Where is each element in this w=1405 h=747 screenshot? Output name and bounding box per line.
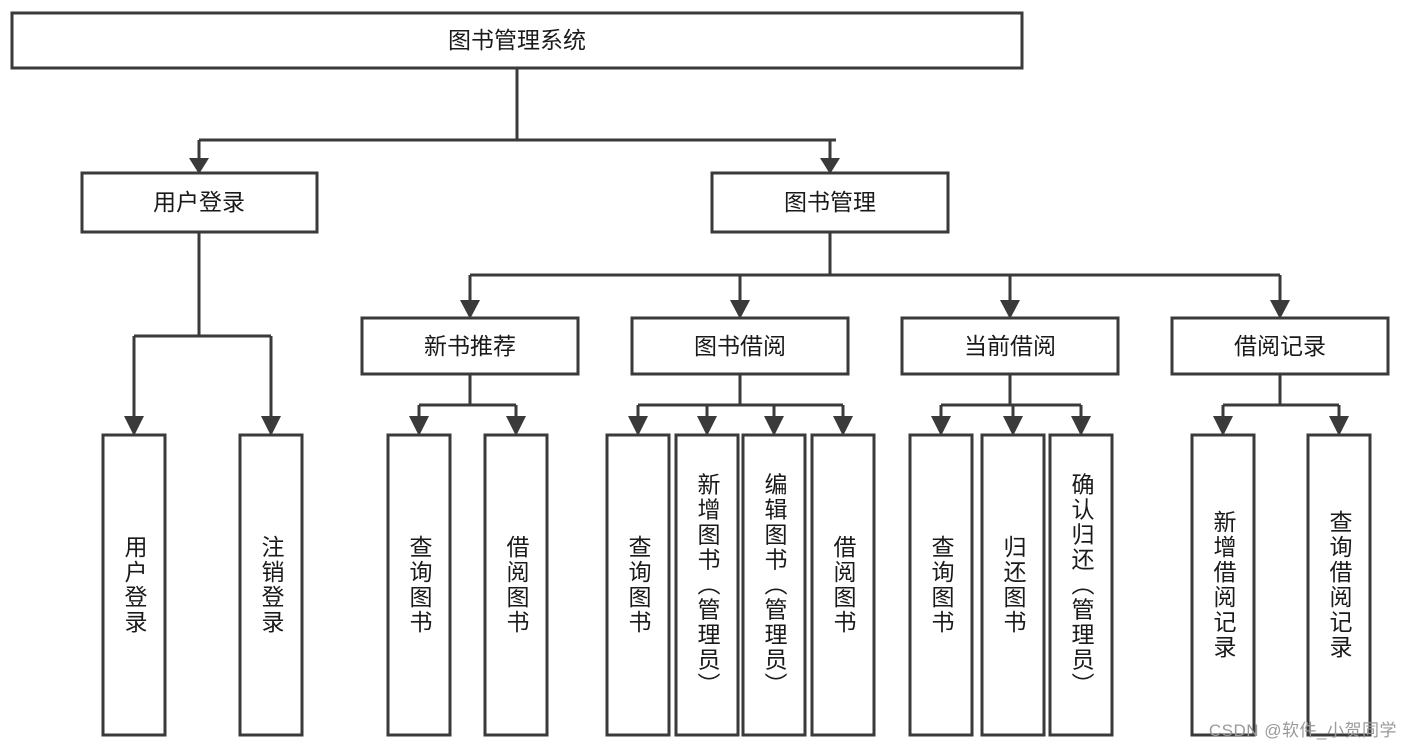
node-leaf-query-books-2[interactable]: 查询图书: [605, 433, 671, 737]
node-leaf-query-books-3-label: 查询图书: [928, 535, 955, 635]
node-user-login[interactable]: 用户登录: [80, 171, 319, 234]
arrowhead-leaf-user-logout: [261, 416, 281, 436]
arrowhead-new-book-recommend: [460, 300, 480, 319]
node-leaf-query-books-1-box[interactable]: [386, 433, 452, 737]
node-book-borrow-box[interactable]: [630, 316, 850, 376]
arrowhead-borrow-record: [1270, 300, 1290, 319]
arrowhead-leaf-query-books-3: [931, 416, 951, 436]
node-leaf-query-borrow-record-box[interactable]: [1306, 433, 1372, 737]
node-leaf-add-book-label: 新增图书（管理员）: [694, 473, 721, 698]
node-leaf-edit-book-label: 编辑图书（管理员）: [761, 473, 788, 698]
arrowhead-current-borrow: [1000, 300, 1020, 319]
node-leaf-borrow-books-2[interactable]: 借阅图书: [810, 433, 876, 737]
node-leaf-borrow-books-1[interactable]: 借阅图书: [483, 433, 549, 737]
node-leaf-query-books-2-label: 查询图书: [625, 535, 652, 635]
connectors-group: [124, 68, 1349, 436]
node-book-borrow-label: 图书借阅: [694, 333, 786, 359]
node-leaf-confirm-return-label: 确认归还（管理员）: [1068, 473, 1095, 698]
node-leaf-user-logout[interactable]: 注销登录: [238, 433, 304, 737]
node-leaf-edit-book[interactable]: 编辑图书（管理员）: [741, 433, 807, 737]
node-current-borrow-box[interactable]: [900, 316, 1120, 376]
node-leaf-query-books-2-box[interactable]: [605, 433, 671, 737]
arrowhead-leaf-borrow-books-2: [833, 416, 853, 436]
node-borrow-record-label: 借阅记录: [1234, 333, 1326, 359]
node-leaf-user-logout-box[interactable]: [238, 433, 304, 737]
node-leaf-borrow-books-2-box[interactable]: [810, 433, 876, 737]
arrowhead-leaf-query-borrow-record: [1329, 416, 1349, 436]
node-leaf-add-book[interactable]: 新增图书（管理员）: [674, 433, 740, 737]
arrowhead-leaf-query-books-2: [628, 416, 648, 436]
node-new-book-recommend-label: 新书推荐: [424, 333, 516, 359]
node-borrow-record[interactable]: 借阅记录: [1170, 316, 1390, 376]
node-leaf-user-login-label: 用户登录: [121, 535, 148, 635]
node-leaf-user-logout-label: 注销登录: [258, 535, 285, 635]
node-root-label: 图书管理系统: [448, 27, 586, 53]
node-current-borrow[interactable]: 当前借阅: [900, 316, 1120, 376]
node-leaf-confirm-return[interactable]: 确认归还（管理员）: [1048, 433, 1114, 737]
arrowhead-leaf-add-borrow-record: [1213, 416, 1233, 436]
arrowhead-leaf-add-book: [697, 416, 717, 436]
arrowhead-leaf-return-book: [1003, 416, 1023, 436]
node-borrow-record-box[interactable]: [1170, 316, 1390, 376]
node-leaf-return-book-box[interactable]: [980, 433, 1046, 737]
node-leaf-return-book[interactable]: 归还图书: [980, 433, 1046, 737]
node-root-box[interactable]: [10, 11, 1024, 70]
arrowhead-leaf-confirm-return: [1071, 416, 1091, 436]
arrowhead-leaf-query-books-1: [409, 416, 429, 436]
node-book-borrow[interactable]: 图书借阅: [630, 316, 850, 376]
node-leaf-add-borrow-record-label: 新增借阅记录: [1210, 510, 1237, 660]
arrowhead-leaf-edit-book: [764, 416, 784, 436]
arrowhead-book-management: [820, 158, 840, 174]
node-leaf-borrow-books-2-label: 借阅图书: [830, 535, 857, 635]
node-leaf-query-books-3-box[interactable]: [908, 433, 974, 737]
node-leaf-query-books-1[interactable]: 查询图书: [386, 433, 452, 737]
node-user-login-label: 用户登录: [153, 189, 245, 215]
node-new-book-recommend-box[interactable]: [360, 316, 580, 376]
node-leaf-query-borrow-record[interactable]: 查询借阅记录: [1306, 433, 1372, 737]
node-leaf-user-login-box[interactable]: [101, 433, 167, 737]
node-book-management-label: 图书管理: [784, 189, 876, 215]
node-leaf-borrow-books-1-label: 借阅图书: [503, 535, 530, 635]
csdn-watermark: CSDN @软件_小贺同学: [1208, 721, 1397, 740]
node-leaf-add-borrow-record-box[interactable]: [1190, 433, 1256, 737]
arrowhead-book-borrow: [730, 300, 750, 319]
node-leaf-confirm-return-box[interactable]: [1048, 433, 1114, 737]
node-leaf-query-books-1-label: 查询图书: [406, 535, 433, 635]
node-leaf-add-book-box[interactable]: [674, 433, 740, 737]
arrowhead-leaf-borrow-books-1: [506, 416, 526, 436]
node-user-login-box[interactable]: [80, 171, 319, 234]
node-leaf-add-borrow-record[interactable]: 新增借阅记录: [1190, 433, 1256, 737]
node-new-book-recommend[interactable]: 新书推荐: [360, 316, 580, 376]
node-leaf-borrow-books-1-box[interactable]: [483, 433, 549, 737]
arrowhead-user-login: [189, 158, 209, 174]
node-current-borrow-label: 当前借阅: [964, 333, 1056, 359]
node-leaf-query-borrow-record-label: 查询借阅记录: [1326, 510, 1353, 660]
node-book-management[interactable]: 图书管理: [710, 171, 950, 234]
node-leaf-edit-book-box[interactable]: [741, 433, 807, 737]
arrowhead-leaf-user-login: [124, 416, 144, 436]
node-leaf-user-login[interactable]: 用户登录: [101, 433, 167, 737]
node-root[interactable]: 图书管理系统: [10, 11, 1024, 70]
node-leaf-return-book-label: 归还图书: [1000, 535, 1027, 635]
node-leaf-query-books-3[interactable]: 查询图书: [908, 433, 974, 737]
node-book-management-box[interactable]: [710, 171, 950, 234]
